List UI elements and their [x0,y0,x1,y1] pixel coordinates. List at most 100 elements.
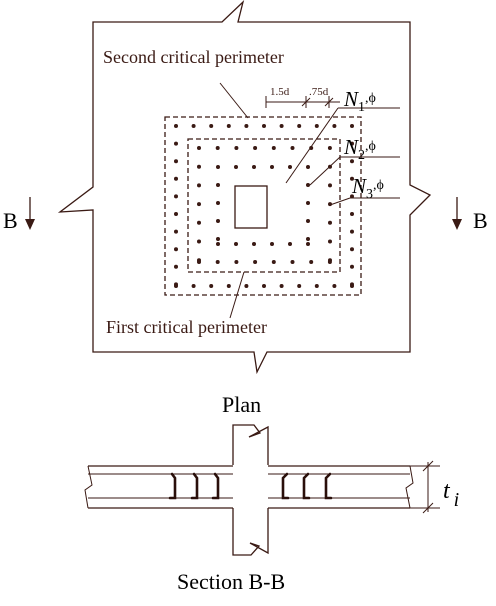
section-cut-left: B [3,197,35,233]
stud-dot [174,159,178,164]
stud-dot [288,242,292,246]
stud-dot [271,146,276,150]
stud-dot [314,284,319,288]
stud-dot [197,202,201,207]
stud-dot [290,260,295,264]
stud-dot [174,264,178,269]
stud-label-n1: N1,ϕ [343,87,376,115]
stud-dot [174,247,178,252]
leader-second-perimeter [219,82,249,119]
stud-dot [306,219,310,223]
stud-dot [252,242,256,246]
slab-section-left [84,465,233,509]
stud-dot [290,146,295,150]
plan-title: Plan [222,392,261,417]
stud-dot [234,242,238,246]
stud-dot [244,284,249,288]
stud-dot [350,176,354,181]
stud-dot [197,146,201,150]
stud-dot [197,239,201,244]
leader-n2 [309,156,341,186]
stud-dot [216,242,220,246]
stud-dot [174,282,178,287]
stud-dot [270,165,274,169]
stud-dot [309,146,314,150]
stud-dot [350,264,354,269]
section-mark-right: B [473,208,488,233]
stud-dot [306,201,310,205]
leader-n1 [285,107,339,184]
stud-dot [279,124,284,128]
stud-dot [216,165,220,169]
stud-dot [234,260,239,264]
stud-dot [216,237,220,241]
stud-dot [279,284,284,288]
stud-dot [350,141,354,146]
section-cut-right: B [452,197,488,233]
stud-dot [328,258,332,263]
slab-outline [57,0,432,375]
stud-dot [252,165,256,169]
stud-dot [350,124,354,128]
stud-dot [197,164,201,169]
stud-dot [309,260,314,264]
stud-dot [234,165,238,169]
stud-dot [216,183,220,187]
stud-dot [350,247,354,252]
stud-dot [226,124,231,128]
stud-dot [209,124,214,128]
stud-dot [350,212,354,216]
dimension-second: .75d [309,86,329,98]
stud-dot [306,237,310,241]
stud-dot [216,219,220,223]
stud-dot [328,239,332,244]
stud-dot [306,183,310,187]
column-plan [234,185,268,229]
stud-dot [328,220,332,225]
stud-dot [174,194,178,199]
stud-dot [270,242,274,246]
stud-dot [174,124,178,128]
spacing-dimension: 1.5d .75d [265,86,340,108]
plan-view: B B 1.5d .75d [3,0,488,417]
section-title: Section B-B [177,569,285,594]
stud-label-n3: N3,ϕ [351,174,384,202]
stud-dot [306,165,310,169]
stud-dot [174,212,178,216]
stud-dot [253,146,258,150]
shear-studs-section [168,472,333,500]
stud-dot [197,220,201,225]
stud-dot [297,124,302,128]
stud-dot [191,284,196,288]
stud-dot [328,183,332,188]
stud-dot [174,229,178,234]
stud-dot [197,258,201,263]
stud-dot [191,124,196,128]
dimension-first: 1.5d [270,86,290,98]
stud-dot [297,284,302,288]
stud-dot [174,141,178,146]
stud-dot [350,194,354,199]
stud-dot [197,183,201,188]
stud-dot [215,260,220,264]
second-perimeter-label: Second critical perimeter [103,47,284,67]
stud-dot [271,260,276,264]
leader-first-perimeter [229,271,245,319]
stud-dot [234,146,239,150]
first-perimeter-label: First critical perimeter [106,317,267,337]
shear-stud-dots [174,124,354,288]
stud-dot [332,284,337,288]
stud-dot [288,165,292,169]
stud-dot [262,284,266,288]
stud-dot [314,124,319,128]
stud-dot [174,176,178,181]
stud-dot [306,242,310,246]
stud-dot [215,146,220,150]
stud-dot [327,146,332,150]
stud-dot [332,124,337,128]
column-above [232,424,269,465]
